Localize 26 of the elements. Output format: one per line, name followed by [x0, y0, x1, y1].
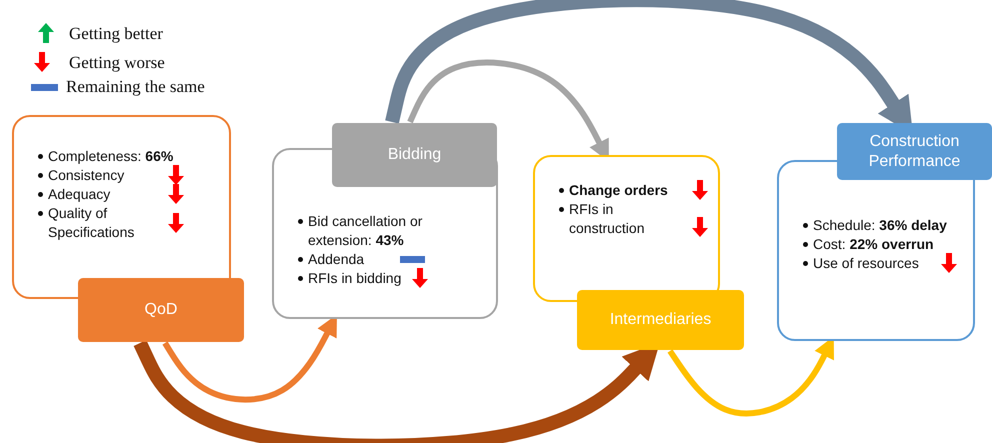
- legend-text: Getting worse: [69, 53, 165, 73]
- bullet-text: RFIs in construction: [569, 201, 644, 236]
- bullet-text: Quality of Specifications: [48, 205, 134, 240]
- bullet-panel: [12, 115, 231, 299]
- bullet-text: Adequacy: [48, 186, 110, 202]
- stage-box: [332, 123, 497, 187]
- bullet-text: RFIs in bidding: [308, 270, 402, 286]
- stage-box: [78, 278, 244, 342]
- stage-box: [837, 123, 992, 180]
- arrow: [134, 340, 660, 443]
- stage-box: [577, 290, 744, 350]
- bullet-text: Use of resources: [813, 255, 919, 271]
- bullet-text: Consistency: [48, 167, 124, 183]
- bullet-panel: [533, 155, 720, 302]
- stage-title: Construction Performance: [868, 132, 962, 172]
- stage-title: Intermediaries: [610, 310, 712, 330]
- bullet-text: Change orders: [569, 182, 668, 198]
- bullet-text: Addenda: [308, 251, 364, 267]
- legend-text: Getting better: [69, 24, 163, 44]
- bullet-text: Cost: 22% overrun: [813, 236, 934, 252]
- legend-text: Remaining the same: [66, 77, 205, 97]
- bullet-text: Schedule: 36% delay: [813, 217, 947, 233]
- bullet-text: Bid cancellation or extension: 43%: [308, 213, 422, 248]
- stage-title: QoD: [144, 300, 178, 320]
- stage-title: Bidding: [388, 145, 442, 165]
- bullet-text: Completeness: 66%: [48, 148, 174, 164]
